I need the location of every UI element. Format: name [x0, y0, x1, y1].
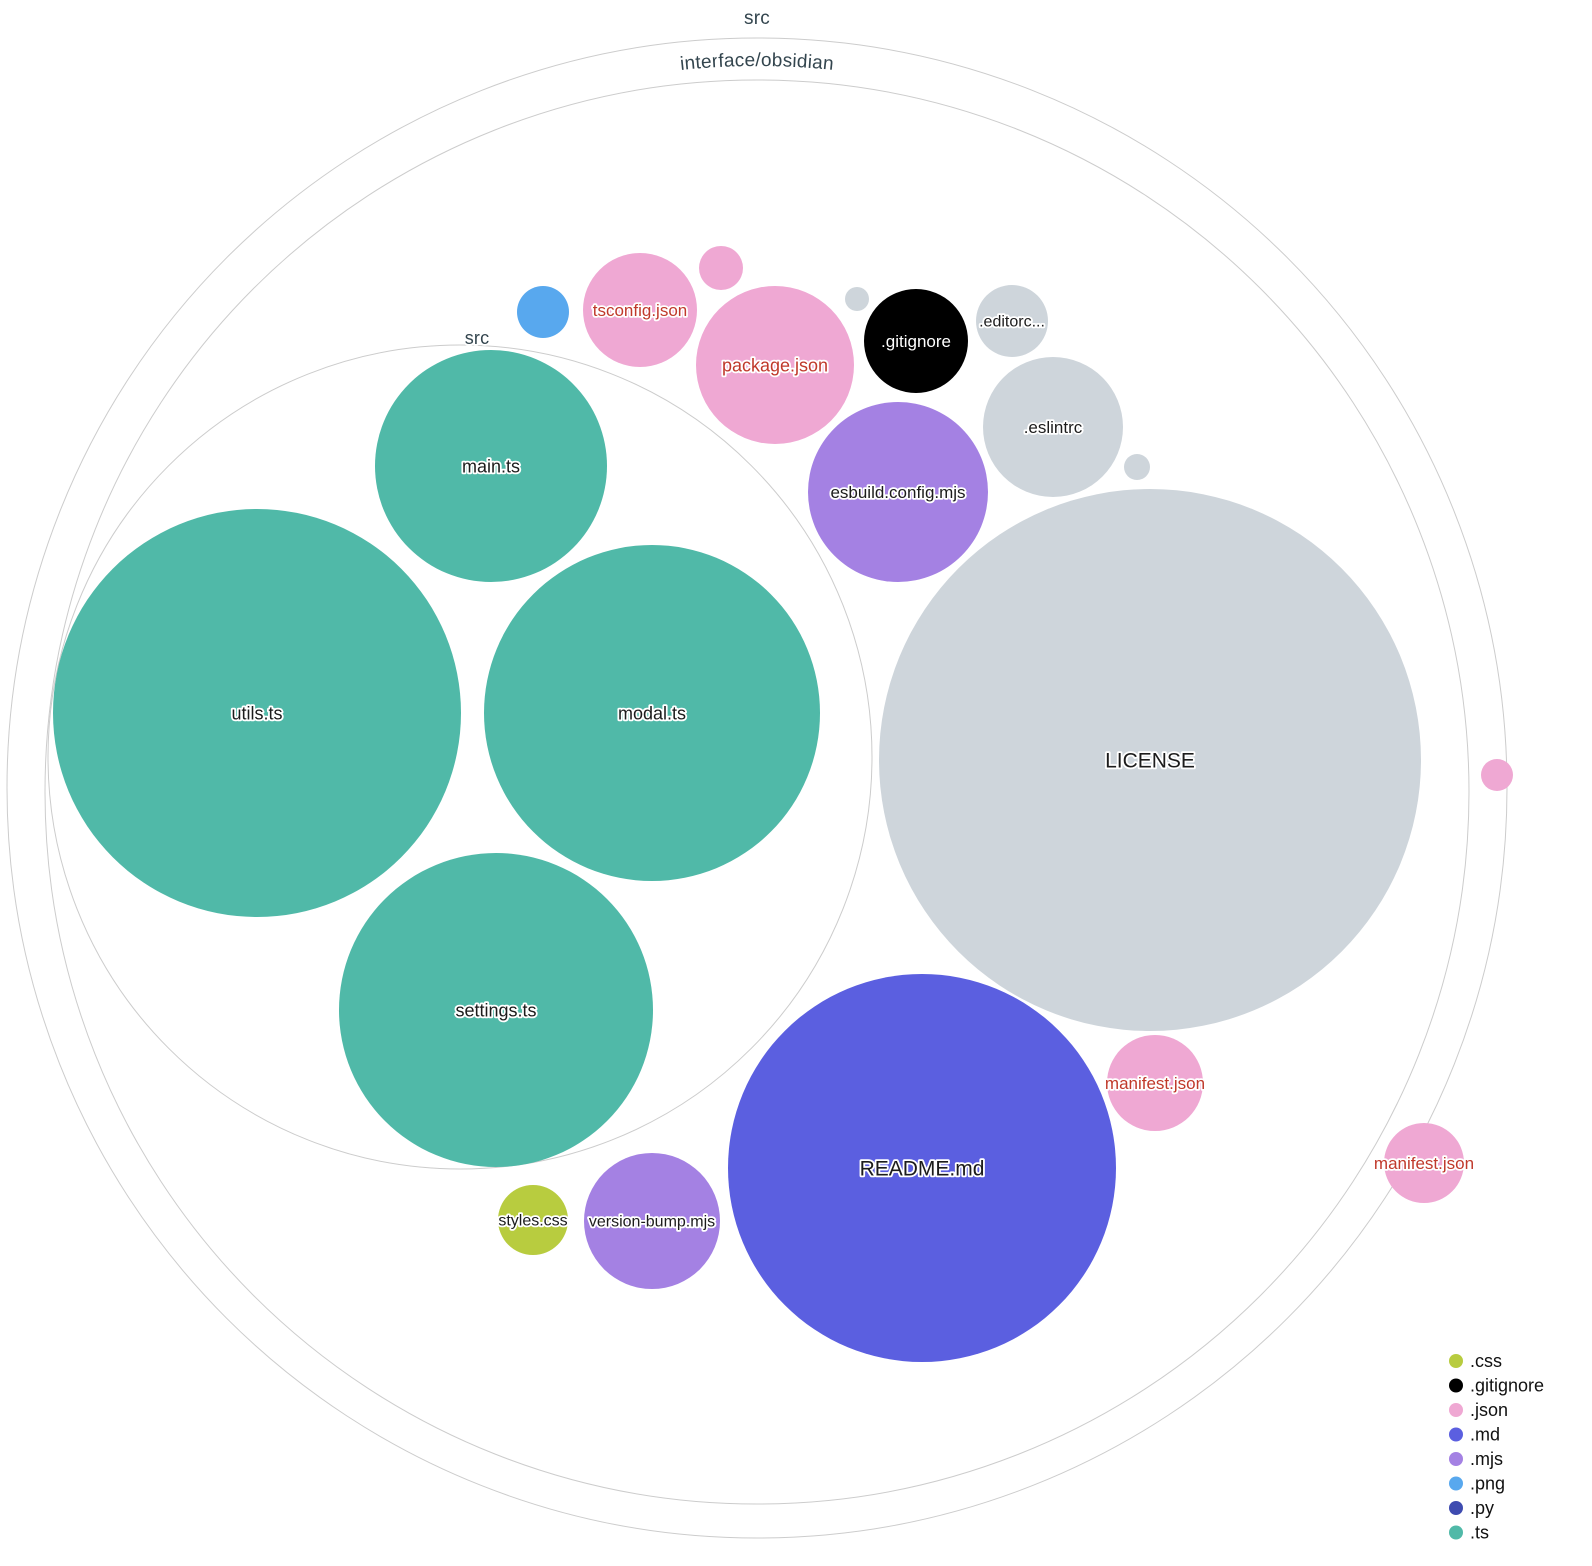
file-label-readme-md: README.md [860, 1157, 985, 1180]
file-label-main-ts: main.ts [462, 456, 520, 476]
file-label-package-json: package.json [722, 355, 828, 375]
file-circle-license [879, 489, 1421, 1031]
file-label-styles-css: styles.css [498, 1213, 567, 1230]
file-circle-main-ts [375, 350, 607, 582]
legend-swatch-json [1449, 1403, 1463, 1417]
legend-swatch-gitignore [1449, 1378, 1463, 1393]
file-circle-editorconfig [976, 285, 1048, 357]
file-circle-styles-css [498, 1185, 568, 1255]
file-label-utils-ts: utils.ts [231, 703, 282, 723]
file-label-license: LICENSE [1105, 749, 1195, 772]
file-circle-tsconfig-json [583, 253, 697, 367]
file-circle-modal-ts [484, 545, 820, 881]
file-circle-manifest-json-outer [1384, 1123, 1464, 1203]
file-circle-utils-ts [53, 509, 461, 917]
file-circle-png-dot [517, 286, 569, 338]
file-label-eslintrc: .eslintrc [1024, 418, 1083, 437]
legend-swatch-md [1449, 1427, 1463, 1442]
file-circle-settings-ts [339, 853, 653, 1167]
file-label-manifest-json-inner: manifest.json [1105, 1074, 1205, 1093]
folder-label-root-src: src [744, 8, 770, 29]
legend-swatch-ts [1449, 1525, 1463, 1540]
legend-label-md: .md [1470, 1425, 1500, 1445]
file-circle-package-json [696, 286, 854, 444]
legend-label-css: .css [1470, 1351, 1502, 1371]
file-circle-gitignore [864, 289, 968, 393]
file-label-modal-ts: modal.ts [618, 703, 686, 723]
folder-label-interface-obsidian: interface/obsidian [679, 50, 835, 75]
legend-swatch-mjs [1449, 1452, 1463, 1466]
legend-label-ts: .ts [1470, 1523, 1489, 1543]
file-label-manifest-json-outer: manifest.json [1374, 1154, 1474, 1173]
folder-label-src: src [465, 328, 490, 348]
legend-label-mjs: .mjs [1470, 1449, 1503, 1469]
file-label-editorconfig: .editorc... [979, 314, 1045, 331]
file-label-version-bump-mjs: version-bump.mjs [589, 1214, 715, 1231]
file-circle-gray-dot-2 [1124, 454, 1150, 480]
legend-label-py: .py [1470, 1498, 1494, 1518]
file-label-esbuild-config-mjs: esbuild.config.mjs [830, 483, 965, 502]
legend-swatch-css [1449, 1354, 1463, 1368]
legend-label-png: .png [1470, 1474, 1505, 1494]
file-circle-version-bump-mjs [584, 1153, 720, 1289]
file-circle-eslintrc [983, 357, 1123, 497]
file-circle-json-dot-top [699, 246, 743, 290]
file-circle-esbuild-config-mjs [808, 402, 988, 582]
legend-swatch-py [1449, 1501, 1463, 1515]
file-label-gitignore: .gitignore [881, 332, 951, 351]
legend-label-json: .json [1470, 1400, 1508, 1420]
file-label-settings-ts: settings.ts [455, 1000, 536, 1020]
file-circle-manifest-json-inner [1107, 1035, 1203, 1131]
file-circle-gray-dot-1 [845, 287, 869, 311]
file-circle-readme-md [728, 974, 1116, 1362]
legend-swatch-png [1449, 1476, 1463, 1491]
legend-label-gitignore: .gitignore [1470, 1376, 1544, 1396]
file-circle-json-dot-right [1481, 759, 1513, 791]
file-label-tsconfig-json: tsconfig.json [593, 301, 688, 320]
